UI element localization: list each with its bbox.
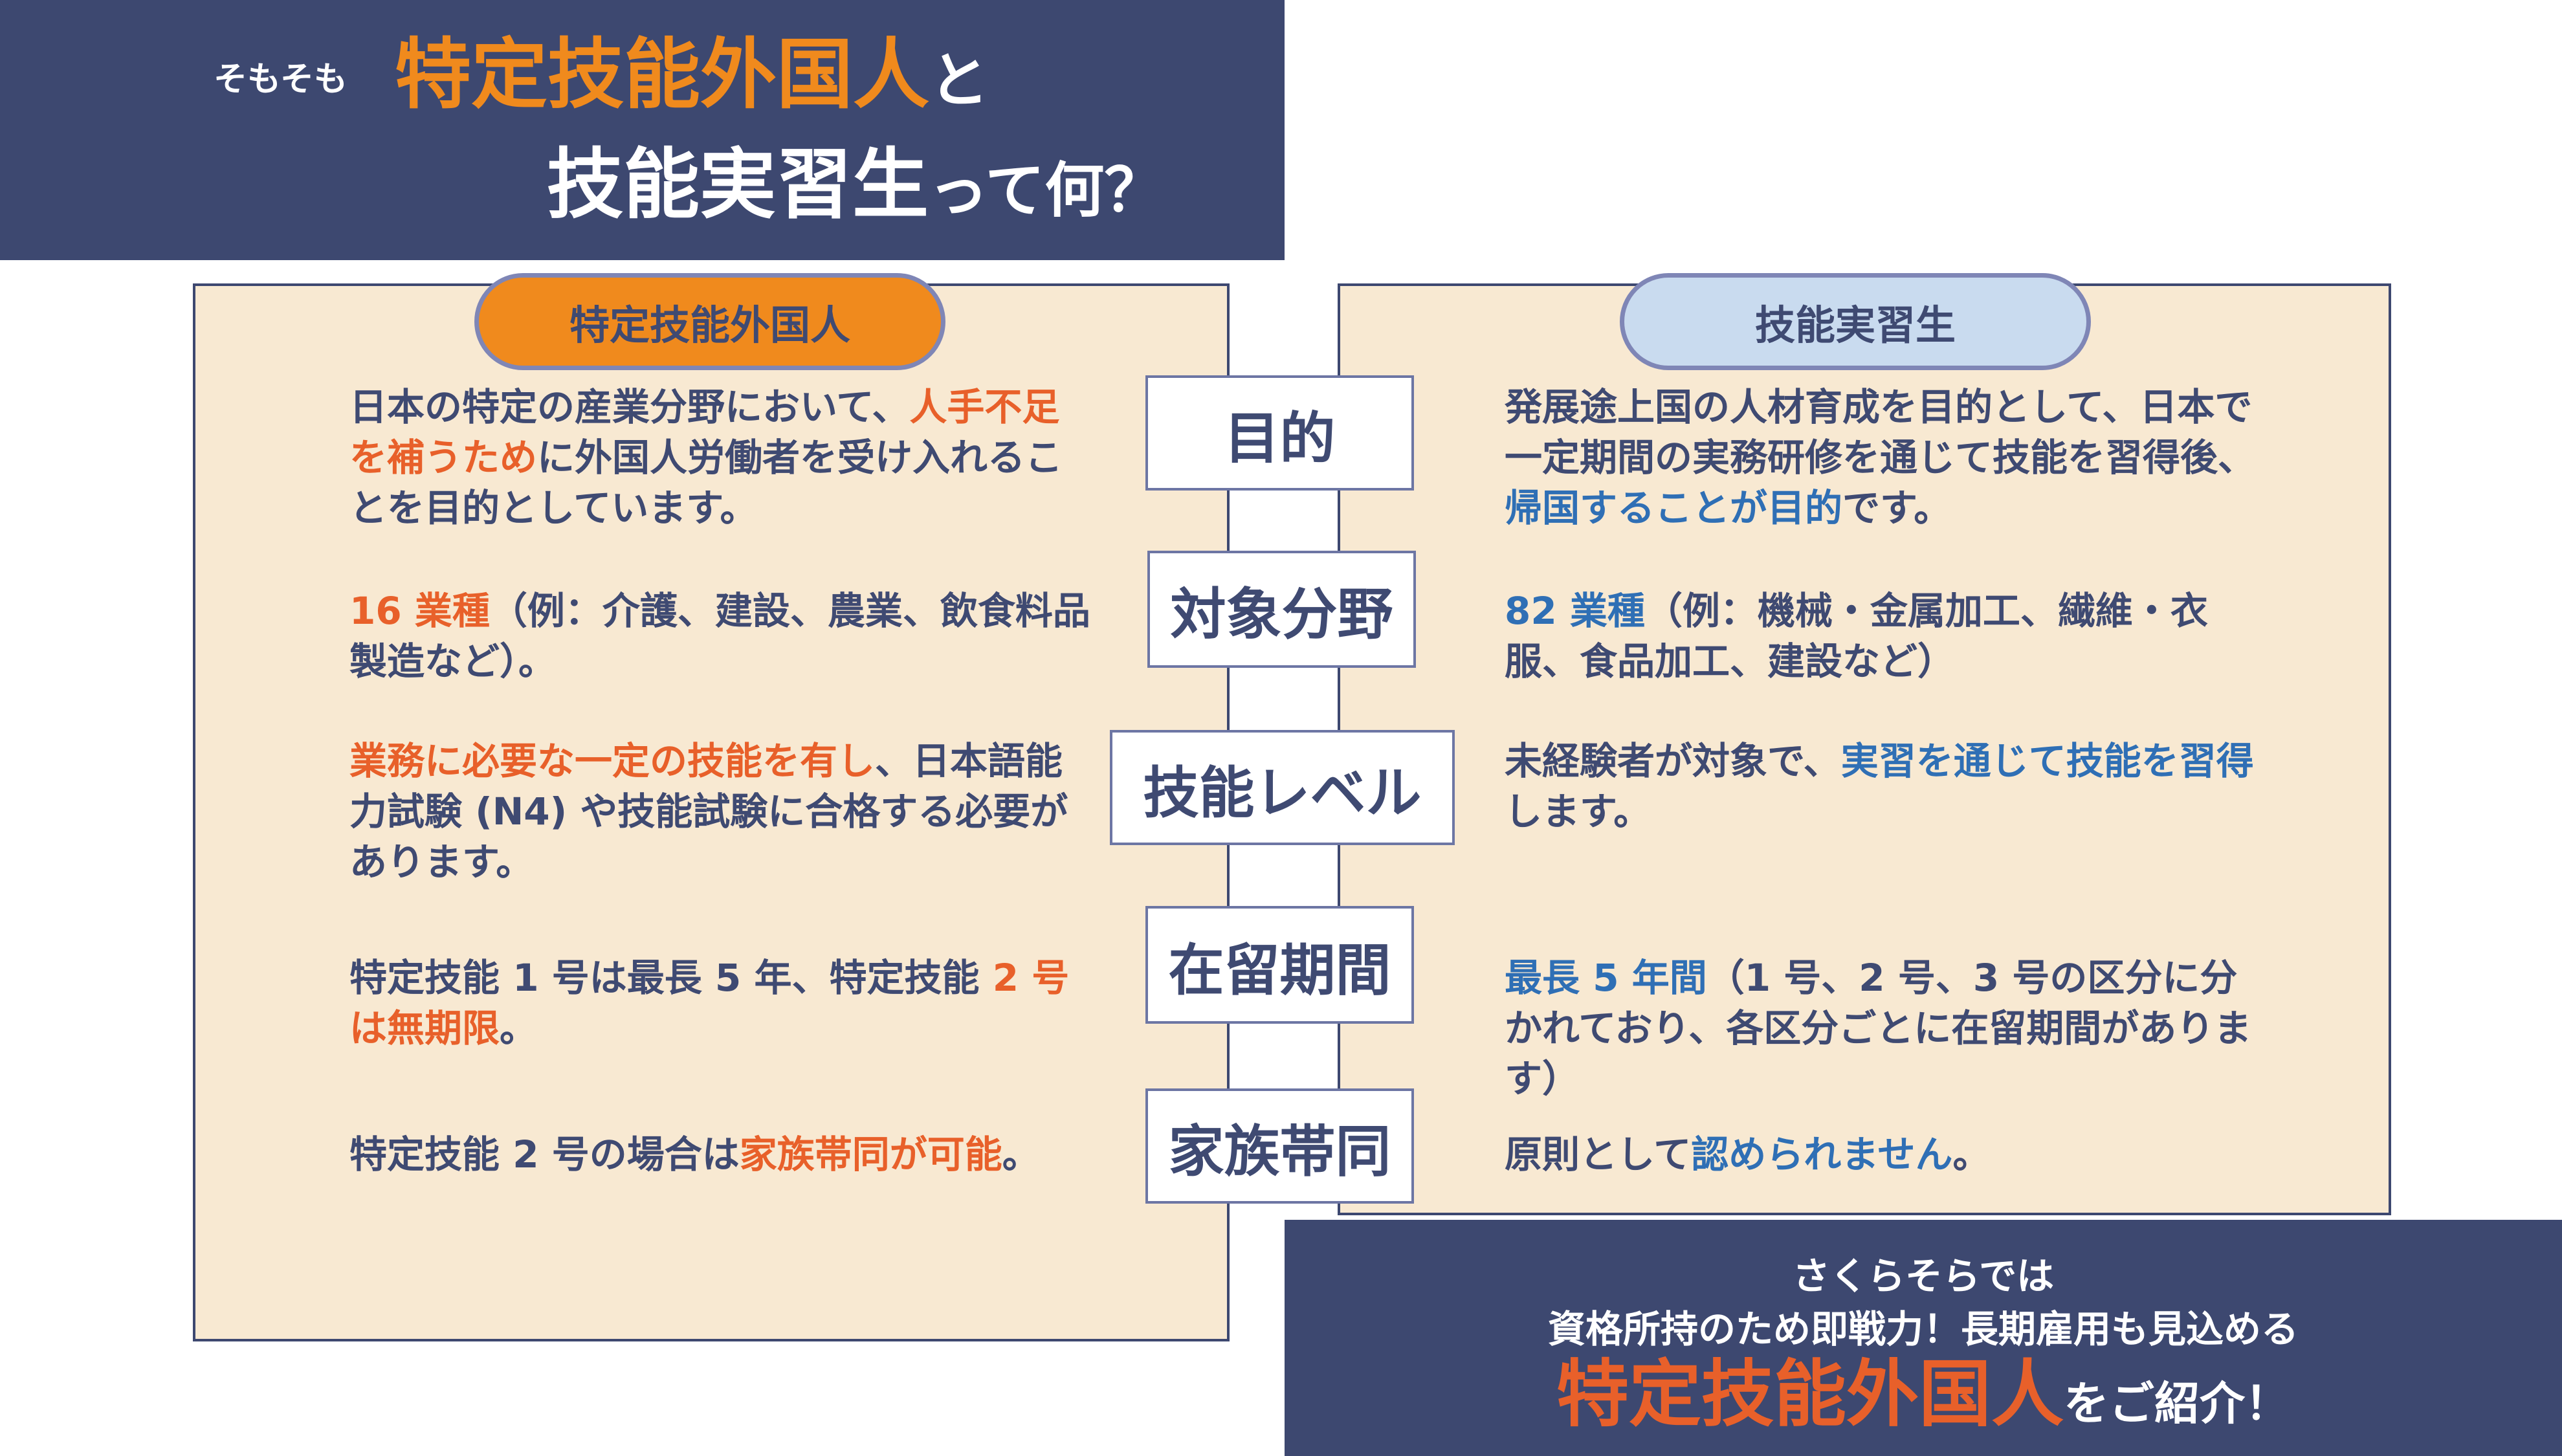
- header-connector: と: [929, 46, 989, 115]
- right-family-text: 原則として認められません。: [1505, 1132, 1991, 1176]
- footer-line-3: 特定技能外国人をご紹介！: [1285, 1352, 2562, 1446]
- left-panel: [193, 283, 1230, 1341]
- right-panel: [1338, 283, 2391, 1215]
- footer-line-1: さくらそらでは: [1792, 1254, 2055, 1298]
- left-period-text: 特定技能 1 号は最長 5 年、特定技能 2 号は無期限。: [349, 956, 1070, 1050]
- right-purpose-text: 発展途上国の人材育成を目的として、日本で一定期間の実務研修を通じて技能を習得後、…: [1505, 385, 2256, 530]
- left-field-text: 16 業種（例：介護、建設、農業、飲食料品製造など）。: [349, 589, 1090, 683]
- header-line-2: 技能実習生って何？: [547, 136, 1164, 239]
- header-prefix: そもそも: [214, 60, 348, 99]
- category-level: 技能レベル: [1110, 730, 1455, 845]
- right-panel-title: 技能実習生: [1620, 273, 2091, 370]
- category-period: 在留期間: [1145, 906, 1414, 1024]
- category-purpose: 目的: [1145, 375, 1414, 491]
- left-level-text: 業務に必要な一定の技能を有し、日本語能力試験 (N4) や技能試験に合格する必要…: [349, 739, 1068, 884]
- category-family: 家族帯同: [1145, 1088, 1414, 1204]
- right-field-text: 82 業種（例：機械・金属加工、繊維・衣服、食品加工、建設など）: [1505, 589, 2208, 683]
- header-question: って何？: [929, 156, 1164, 225]
- header-term-a: 特定技能外国人: [395, 30, 930, 119]
- footer-suffix: をご紹介！: [2064, 1377, 2290, 1430]
- left-panel-title: 特定技能外国人: [474, 273, 945, 370]
- header-banner: [0, 0, 1285, 260]
- right-level-text: 未経験者が対象で、実習を通じて技能を習得します。: [1505, 739, 2254, 833]
- footer-banner: さくらそらでは 資格所持のため即戦力！長期雇用も見込める 特定技能外国人をご紹介…: [1285, 1220, 2562, 1456]
- left-purpose-text: 日本の特定の産業分野において、人手不足を補うために外国人労働者を受け入れることを…: [349, 385, 1063, 530]
- footer-line-2: 資格所持のため即戦力！長期雇用も見込める: [1547, 1307, 2299, 1351]
- right-period-text: 最長 5 年間（1 号、2 号、3 号の区分に分かれており、各区分ごとに在留期間…: [1505, 956, 2252, 1101]
- left-family-text: 特定技能 2 号の場合は家族帯同が可能。: [349, 1132, 1040, 1176]
- header-term-b: 技能実習生: [547, 140, 929, 229]
- category-field: 対象分野: [1147, 551, 1416, 668]
- footer-term: 特定技能外国人: [1556, 1352, 2064, 1437]
- header-line-1: 特定技能外国人と: [395, 26, 989, 129]
